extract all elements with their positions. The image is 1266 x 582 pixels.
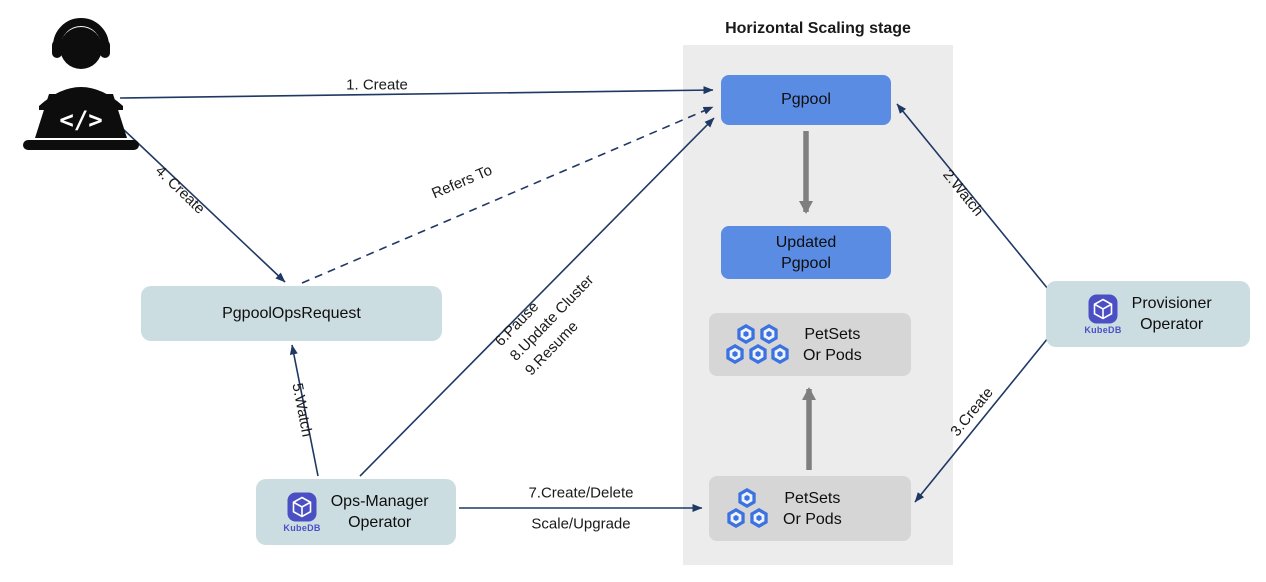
node-updated-pgpool: Updated Pgpool [721, 226, 891, 279]
petsets-bottom-label-line2: Or Pods [783, 510, 842, 528]
pods-cluster-icon [726, 323, 789, 364]
edge-2-watch-line [896, 103, 1049, 290]
provisioner-label-line2: Operator [1140, 316, 1204, 333]
pgpool-label: Pgpool [781, 91, 831, 108]
node-ops-manager-operator: KubeDB Ops-Manager Operator [256, 479, 456, 545]
updated-pgpool-label-line1: Updated [775, 233, 837, 251]
kubedb-cube-icon [287, 492, 317, 521]
edge-1-create-line [119, 86, 714, 99]
kubedb-logo: KubeDB [1084, 294, 1121, 335]
developer-user-icon: </> [15, 8, 147, 159]
ops-manager-label-line2: Operator [348, 514, 412, 531]
edge-5-watch-line [289, 344, 319, 477]
edge-refers-to-line [301, 106, 714, 284]
svg-text:</>: </> [59, 106, 102, 134]
ops-manager-label-line1: Ops-Manager [330, 493, 429, 510]
stage-title: Horizontal Scaling stage [725, 20, 911, 37]
edge-3-create-line [914, 337, 1049, 503]
node-provisioner-operator: KubeDB Provisioner Operator [1046, 281, 1250, 347]
provisioner-label-line1: Provisioner [1131, 295, 1212, 312]
edge-pause-update-resume-line [359, 117, 715, 477]
pgpool-ops-request-label: PgpoolOpsRequest [222, 304, 361, 322]
kubedb-cube-icon [1088, 294, 1118, 323]
node-pgpool: Pgpool [721, 75, 891, 125]
pods-cluster-icon [727, 487, 768, 528]
edge-label-scale-upgrade: Scale/Upgrade [531, 515, 631, 533]
kubedb-logo-text: KubeDB [283, 522, 321, 533]
kubedb-logo-text: KubeDB [1084, 324, 1122, 335]
edge-label-1-create: 1. Create [346, 76, 408, 94]
person-laptop-icon: </> [23, 18, 139, 150]
edge-label-7-create-delete: 7.Create/Delete [528, 484, 634, 502]
updated-pgpool-label-line2: Pgpool [781, 254, 831, 272]
node-pgpool-ops-request: PgpoolOpsRequest [141, 286, 442, 341]
node-petsets-bottom: PetSets Or Pods [709, 476, 911, 541]
node-petsets-mid: PetSets Or Pods [709, 313, 911, 376]
kubedb-logo: KubeDB [283, 492, 320, 533]
petsets-bottom-label-line1: PetSets [784, 489, 841, 507]
petsets-mid-label-line2: Or Pods [803, 346, 862, 364]
petsets-mid-label-line1: PetSets [804, 325, 861, 343]
